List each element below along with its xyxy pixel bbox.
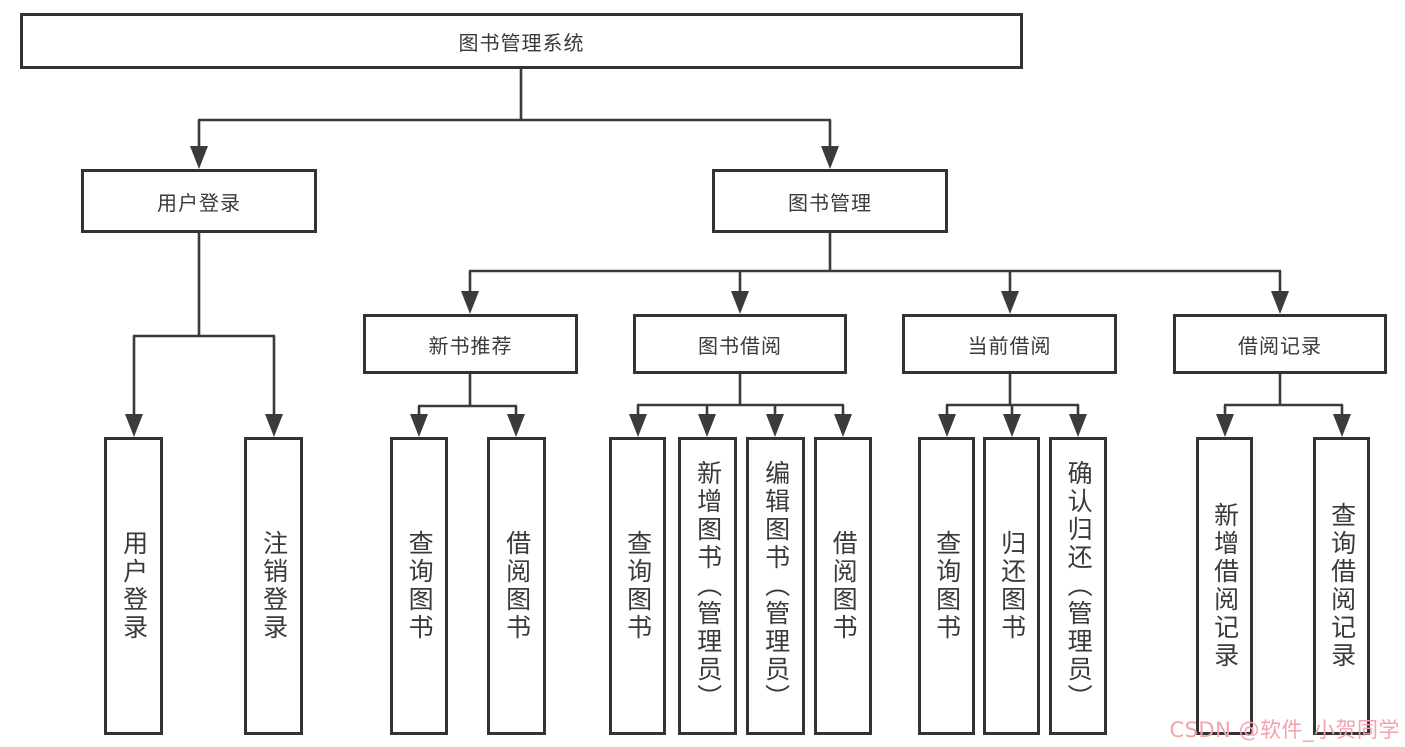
leaf-add-borrow-record: 新增借阅记录 (1196, 437, 1253, 735)
leaf-query-books-current: 查询图书 (918, 437, 975, 735)
node-user-login: 用户登录 (81, 169, 317, 233)
node-current-borrowing-label: 当前借阅 (967, 333, 1052, 358)
node-new-book-recommend-label: 新书推荐 (428, 333, 513, 358)
node-borrowing-records: 借阅记录 (1173, 314, 1387, 374)
leaf-query-books-borrowing-label: 查询图书 (623, 530, 653, 642)
leaf-confirm-return-admin-label: 确认归还（管理员） (1064, 460, 1094, 712)
leaf-query-books-borrowing: 查询图书 (609, 437, 666, 735)
leaf-query-borrow-record: 查询借阅记录 (1313, 437, 1370, 735)
arrowheads (125, 146, 1351, 437)
leaf-query-books-recommend-label: 查询图书 (405, 530, 435, 642)
leaf-return-books-label: 归还图书 (997, 530, 1027, 642)
leaf-query-borrow-record-label: 查询借阅记录 (1327, 502, 1357, 670)
node-new-book-recommend: 新书推荐 (363, 314, 578, 374)
leaf-query-books-recommend: 查询图书 (390, 437, 448, 735)
node-book-management: 图书管理 (712, 169, 948, 233)
watermark: CSDN @软件_小贺同学 (1169, 718, 1400, 742)
leaf-borrow-books-borrowing-label: 借阅图书 (829, 530, 859, 642)
leaf-confirm-return-admin: 确认归还（管理员） (1049, 437, 1107, 735)
leaf-user-login-label: 用户登录 (119, 530, 149, 642)
leaf-user-login: 用户登录 (104, 437, 163, 735)
node-borrowing-records-label: 借阅记录 (1238, 333, 1322, 358)
leaf-borrow-books-borrowing: 借阅图书 (814, 437, 872, 735)
node-root-label: 图书管理系统 (458, 30, 585, 55)
leaf-logout-label: 注销登录 (259, 530, 289, 642)
node-root: 图书管理系统 (20, 13, 1023, 69)
node-book-management-label: 图书管理 (788, 190, 872, 215)
node-user-login-label: 用户登录 (157, 190, 241, 215)
node-book-borrowing-label: 图书借阅 (698, 333, 782, 358)
leaf-add-book-admin: 新增图书（管理员） (678, 437, 737, 735)
leaf-query-books-current-label: 查询图书 (932, 530, 962, 642)
leaf-edit-book-admin: 编辑图书（管理员） (746, 437, 805, 735)
leaf-return-books: 归还图书 (983, 437, 1040, 735)
leaf-edit-book-admin-label: 编辑图书（管理员） (761, 460, 791, 712)
node-book-borrowing: 图书借阅 (633, 314, 847, 374)
leaf-add-book-admin-label: 新增图书（管理员） (693, 460, 723, 712)
leaf-borrow-books-recommend: 借阅图书 (487, 437, 546, 735)
node-current-borrowing: 当前借阅 (902, 314, 1117, 374)
leaf-borrow-books-recommend-label: 借阅图书 (502, 530, 532, 642)
leaf-logout: 注销登录 (244, 437, 303, 735)
leaf-add-borrow-record-label: 新增借阅记录 (1210, 502, 1240, 670)
